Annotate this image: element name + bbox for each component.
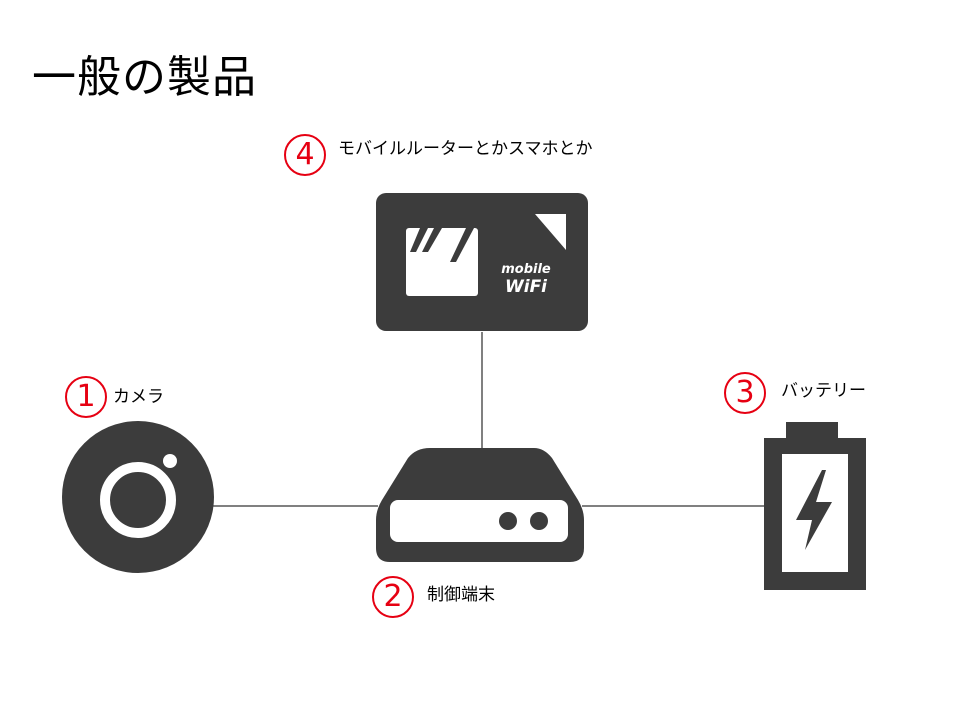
- item-number-4: 4: [284, 134, 326, 176]
- page-title: 一般の製品: [32, 52, 257, 103]
- item-number-3: 3: [724, 372, 766, 414]
- item-number-2: 2: [372, 576, 414, 618]
- item-label-battery: バッテリー: [781, 381, 866, 401]
- item-label-camera: カメラ: [113, 387, 164, 407]
- camera-icon: [62, 421, 214, 573]
- item-label-mobile-router: モバイルルーターとかスマホとか: [338, 139, 593, 159]
- item-number-1: 1: [65, 376, 107, 418]
- battery-icon: [764, 422, 866, 590]
- mobile-wifi-icon: [376, 193, 588, 331]
- control-terminal-icon: [376, 448, 584, 562]
- wifi-device-line1: mobile: [501, 262, 551, 277]
- item-label-control-terminal: 制御端末: [427, 585, 495, 605]
- wifi-device-line2: WiFi: [504, 277, 548, 297]
